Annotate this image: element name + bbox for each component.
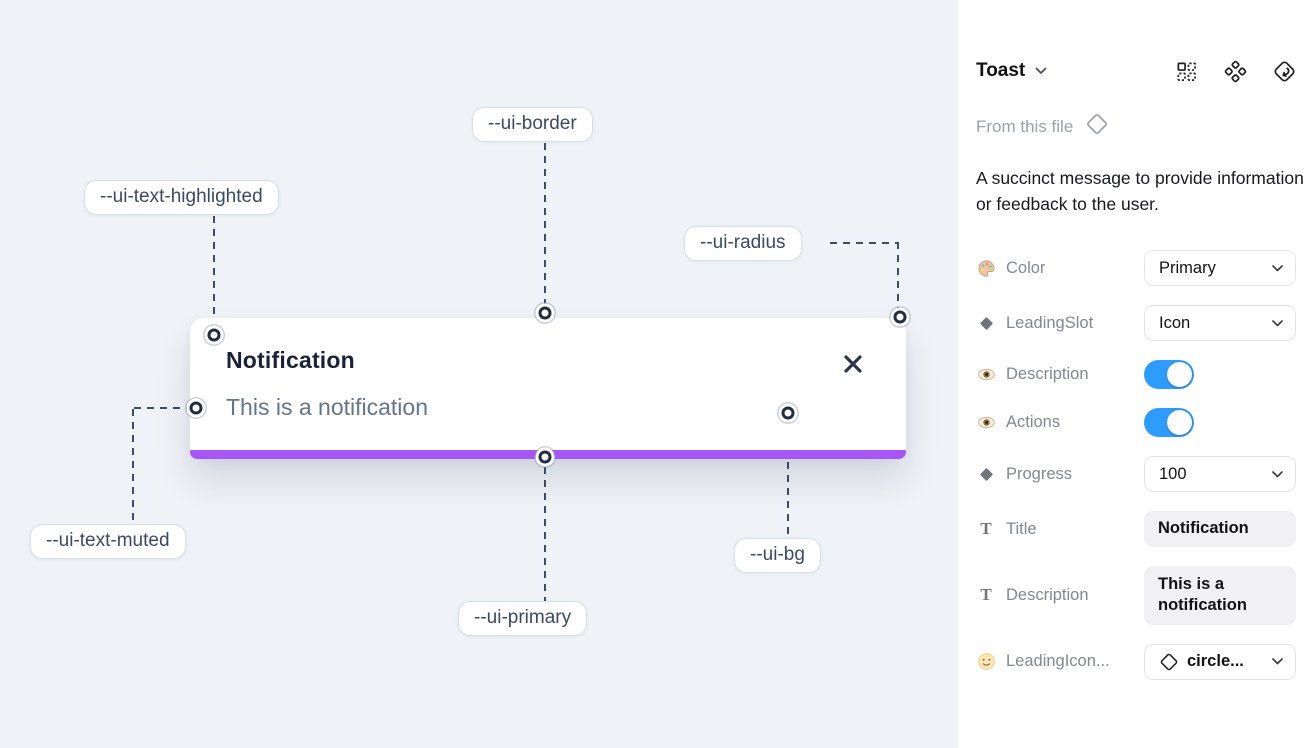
chevron-down-icon[interactable]: [1035, 67, 1047, 75]
component-source: From this file: [976, 112, 1296, 141]
color-select[interactable]: Primary: [1144, 250, 1296, 287]
anchor-handle-text-muted[interactable]: [189, 401, 203, 415]
property-label: LeadingSlot: [1006, 313, 1094, 332]
toast-component[interactable]: Notification This is a notification: [190, 318, 906, 459]
property-row-color: Color Primary: [976, 250, 1296, 287]
property-row-leadingicon: LeadingIcon... circle...: [976, 643, 1296, 680]
connector-line-text-highlighted: [213, 216, 215, 326]
property-row-actions-toggle: Actions: [976, 408, 1296, 438]
anchor-handle-primary[interactable]: [538, 450, 552, 464]
anchor-handle-radius[interactable]: [893, 310, 907, 324]
property-row-leadingslot: LeadingSlot Icon: [976, 305, 1296, 342]
palette-icon: [976, 259, 996, 278]
connector-line-text-muted: [132, 409, 134, 524]
diamond-icon: [976, 466, 996, 483]
connector-line-text-muted: [134, 407, 188, 409]
anchor-handle-bg[interactable]: [781, 406, 795, 420]
token-label-ui-primary[interactable]: --ui-primary: [458, 601, 588, 636]
property-label: Title: [1006, 519, 1037, 538]
chevron-down-icon: [1272, 320, 1283, 327]
property-row-progress: Progress 100: [976, 456, 1296, 493]
component-description: A succinct message to provide informatio…: [976, 168, 1304, 214]
property-label: LeadingIcon...: [1006, 652, 1110, 671]
text-icon: T: [980, 519, 992, 539]
title-field[interactable]: Notification: [1144, 511, 1296, 547]
instance-swap-icon[interactable]: [1175, 60, 1198, 83]
eye-icon: [976, 413, 996, 432]
eye-icon: [976, 365, 996, 384]
toast-title: Notification: [226, 347, 355, 373]
property-label: Progress: [1006, 464, 1073, 483]
property-row-description-toggle: Description: [976, 360, 1296, 390]
panel-header: Toast: [976, 56, 1296, 86]
description-toggle[interactable]: [1144, 360, 1194, 390]
token-label-ui-text-highlighted[interactable]: --ui-text-highlighted: [84, 180, 279, 215]
diamond-outline-icon: [1085, 112, 1109, 141]
toast-description: This is a notification: [226, 394, 428, 420]
return-to-instance-icon[interactable]: [1273, 60, 1296, 83]
property-list: Color Primary LeadingSlot Icon: [976, 250, 1296, 680]
property-label: Description: [1006, 365, 1089, 384]
property-row-title: T Title Notification: [976, 511, 1296, 547]
actions-toggle[interactable]: [1144, 408, 1194, 438]
source-label: From this file: [976, 116, 1074, 136]
design-canvas[interactable]: Notification This is a notification --ui…: [0, 0, 958, 748]
property-label: Description: [1006, 585, 1089, 604]
leadingslot-select[interactable]: Icon: [1144, 305, 1296, 342]
token-label-ui-radius[interactable]: --ui-radius: [684, 226, 802, 261]
token-label-ui-text-muted[interactable]: --ui-text-muted: [30, 524, 186, 559]
anchor-handle-border[interactable]: [538, 306, 552, 320]
token-label-ui-border[interactable]: --ui-border: [472, 107, 593, 142]
connector-line-bg: [787, 423, 789, 538]
component-title: Toast: [976, 60, 1026, 81]
progress-select[interactable]: 100: [1144, 456, 1296, 493]
chevron-down-icon: [1272, 471, 1283, 478]
token-label-ui-bg[interactable]: --ui-bg: [734, 538, 821, 573]
connector-line-radius: [830, 242, 899, 244]
text-icon: T: [980, 585, 992, 605]
chevron-down-icon: [1272, 658, 1283, 665]
leadingicon-select[interactable]: circle...: [1144, 643, 1296, 680]
diamond-icon: [976, 315, 996, 332]
property-row-description-text: T Description This is a notification: [976, 565, 1296, 625]
close-icon[interactable]: [842, 353, 864, 375]
connector-line-border: [544, 143, 546, 306]
properties-panel: Toast: [958, 0, 1312, 748]
connector-line-primary: [544, 467, 546, 601]
smiley-icon: [976, 652, 996, 671]
anchor-handle-text-highlighted[interactable]: [207, 328, 221, 342]
diamond-outline-icon: [1160, 653, 1178, 671]
connector-line-radius: [897, 242, 899, 308]
property-label: Color: [1006, 258, 1046, 277]
property-label: Actions: [1006, 413, 1061, 432]
chevron-down-icon: [1272, 265, 1283, 272]
component-icon[interactable]: [1224, 60, 1247, 83]
description-field[interactable]: This is a notification: [1144, 565, 1296, 625]
